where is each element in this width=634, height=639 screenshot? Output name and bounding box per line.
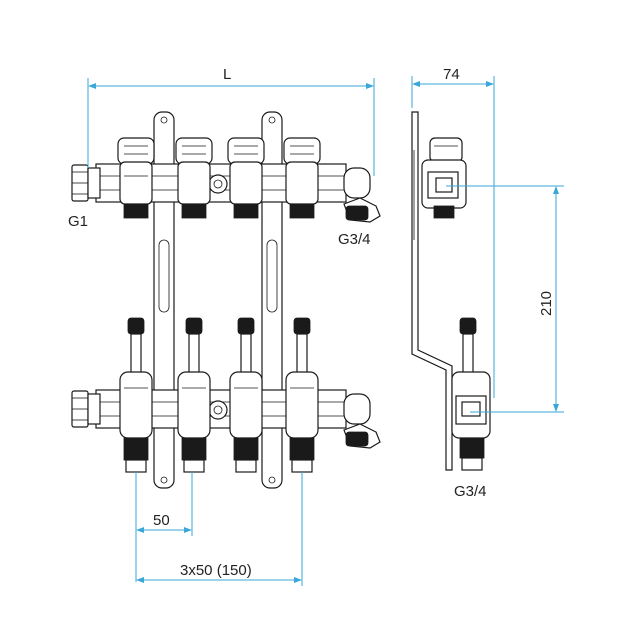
side-bracket — [411, 111, 453, 471]
lower-manifold — [71, 389, 381, 449]
upper-valve-1 — [117, 137, 155, 219]
side-valve-lower — [451, 317, 491, 471]
spacing-label: 50 — [153, 512, 170, 529]
inlet-thread-label: G1 — [68, 213, 88, 230]
front-outlet-thread-label: G3/4 — [338, 231, 371, 248]
flowmeter-4 — [285, 317, 319, 473]
upper-valve-heads — [117, 137, 321, 219]
upper-valve-3 — [227, 137, 265, 219]
front-view: L 50 3x50 (150) G1 G3/4 — [68, 66, 381, 586]
depth-label: 74 — [443, 66, 460, 83]
total-spacing-label: 3x50 (150) — [180, 562, 252, 579]
side-view: 74 210 G3/4 — [411, 66, 564, 500]
dimension-spacing: 50 — [135, 472, 193, 582]
side-valve-upper — [421, 137, 467, 219]
dimension-total-spacing: 3x50 (150) — [136, 472, 303, 586]
flowmeter-1 — [119, 317, 153, 473]
flowmeter-3 — [229, 317, 263, 473]
upper-valve-2 — [175, 137, 213, 219]
flowmeter-2 — [177, 317, 211, 473]
lower-flowmeters — [119, 317, 319, 473]
drain-cap-upper — [343, 197, 381, 223]
height-label: 210 — [538, 291, 555, 316]
dimension-height: 210 — [446, 185, 564, 413]
dimension-depth: 74 — [411, 66, 495, 398]
length-label: L — [223, 66, 231, 83]
drain-cap-lower — [343, 423, 381, 449]
upper-manifold — [71, 163, 381, 223]
dimension-length: L — [87, 66, 375, 176]
side-outlet-thread-label: G3/4 — [454, 483, 487, 500]
upper-valve-4 — [283, 137, 321, 219]
